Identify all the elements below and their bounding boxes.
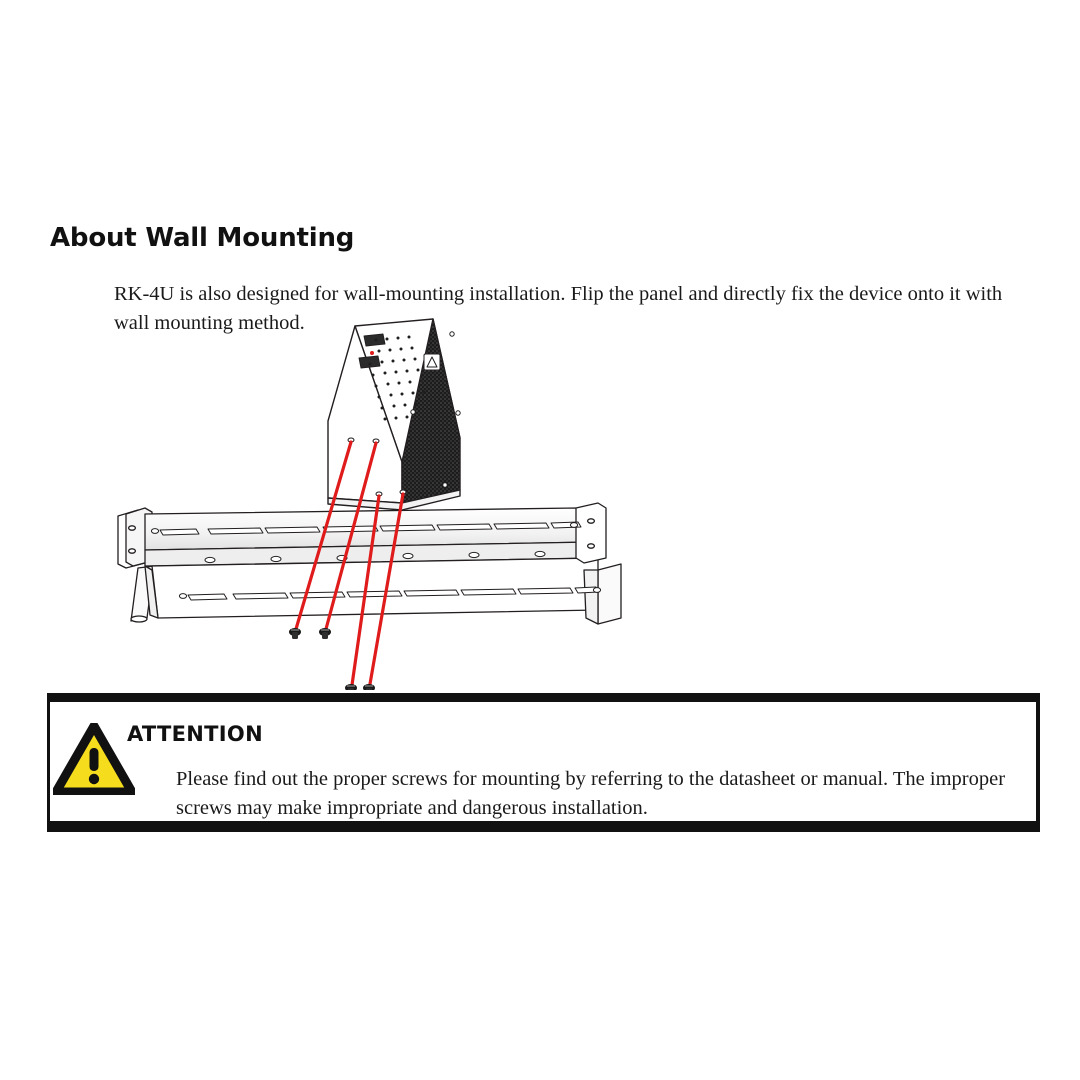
lower-slot-row [187, 586, 600, 601]
logo-badge [423, 353, 441, 371]
page-title: About Wall Mounting [50, 223, 355, 254]
intro-paragraph: RK-4U is also designed for wall-mounting… [114, 282, 1003, 334]
attention-callout: ATTENTION Please find out the proper scr… [47, 693, 1040, 832]
mounting-screws [289, 628, 375, 690]
status-led [370, 351, 374, 355]
device-unit [327, 318, 461, 511]
screw [345, 684, 357, 690]
wall-mount-illustration [100, 318, 660, 690]
attention-body-text: Please find out the proper screws for mo… [176, 768, 1006, 819]
screw [319, 628, 331, 639]
alignment-lines [294, 440, 405, 687]
screw [289, 628, 301, 639]
attention-title: ATTENTION [127, 722, 263, 746]
vent-dot-matrix [368, 335, 426, 421]
middle-hole-row [204, 550, 546, 564]
port-block-group [358, 333, 386, 369]
warning-triangle-icon [53, 723, 135, 795]
screw [363, 684, 375, 690]
wall-mount-diagram-svg [117, 318, 622, 690]
rack-mount-panel [117, 502, 622, 625]
